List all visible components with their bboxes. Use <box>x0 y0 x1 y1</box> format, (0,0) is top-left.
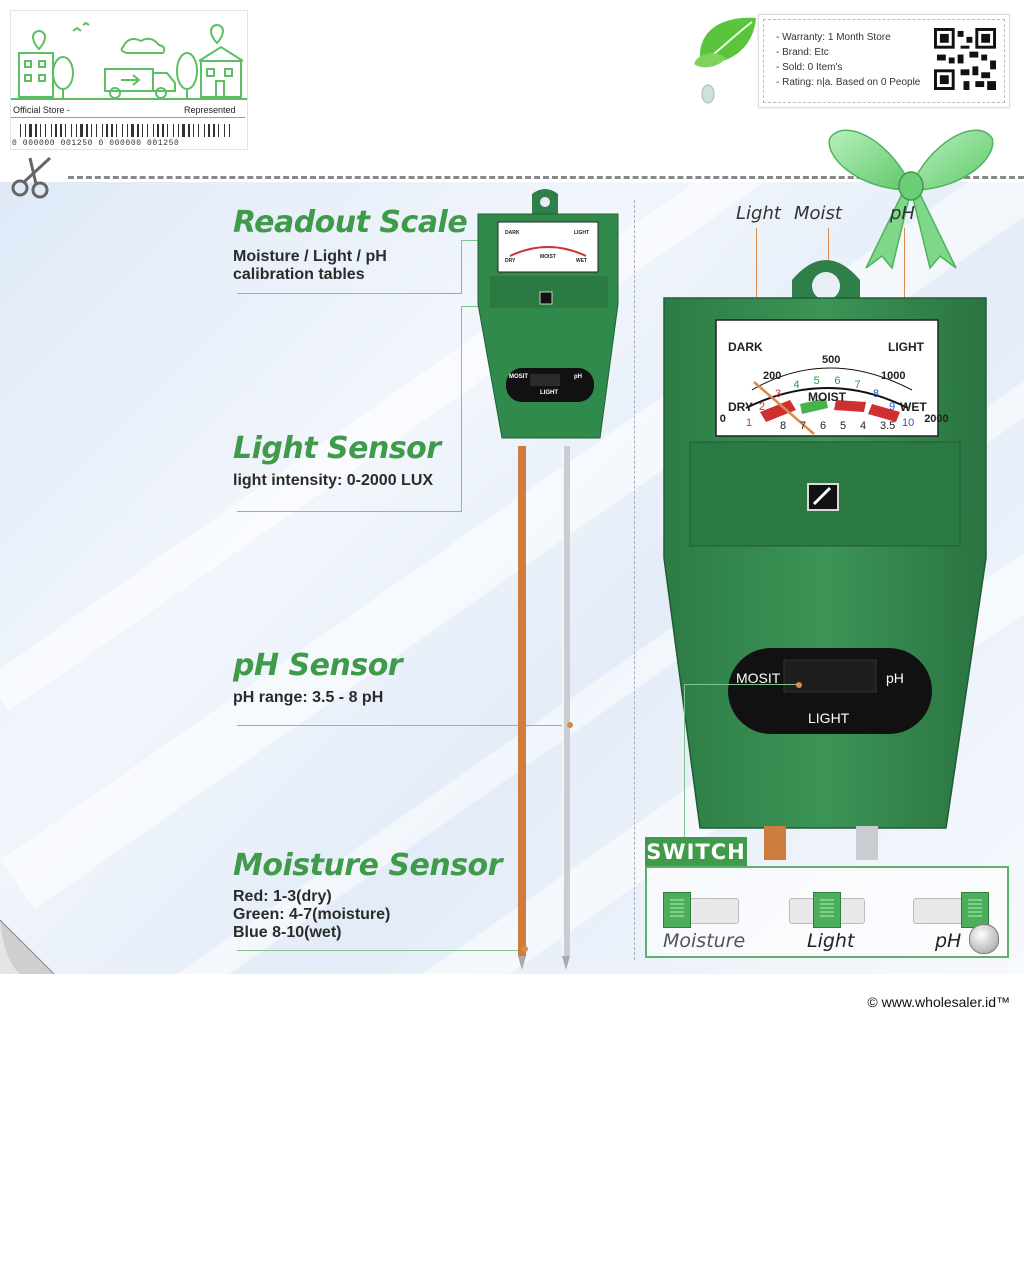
ph-leader-dot <box>567 722 573 728</box>
moist-tick-4: 5 <box>813 374 820 387</box>
ph-tick-4: 4 <box>860 420 867 432</box>
ph-tick-2: 6 <box>820 420 827 432</box>
small-switch-ph: pH <box>574 374 582 380</box>
ribbon-bow-icon <box>828 129 994 270</box>
light-tick-3: 1000 <box>881 369 906 382</box>
ph-tick-3: 5 <box>840 420 847 432</box>
callout-ph: pH <box>890 203 915 224</box>
sold-text: - Sold: 0 Item's <box>776 62 843 73</box>
moist-tick-6: 7 <box>854 379 861 392</box>
moist-tick-2: 3 <box>774 388 782 401</box>
switch-leader-line <box>684 684 798 685</box>
city-truck-illustration <box>11 21 247 100</box>
large-switch-ph: pH <box>886 670 904 686</box>
moist-tick-1: 2 <box>758 401 765 414</box>
store-divider <box>11 117 245 118</box>
large-switch-light: LIGHT <box>808 710 850 726</box>
ph-tick-0: 8 <box>780 420 787 432</box>
large-wet-label: WET <box>900 400 927 414</box>
ph-sensor-desc: pH range: 3.5 - 8 pH <box>233 689 384 706</box>
small-wet-label: WET <box>576 258 588 264</box>
ph-tick-5: 3.5 <box>880 420 896 432</box>
light-switch-label: Light <box>807 930 855 952</box>
large-moist-label: MOIST <box>808 390 846 404</box>
moist-tick-7: 8 <box>873 388 880 401</box>
small-dry-label: DRY <box>505 258 516 264</box>
large-meter-device: DARK LIGHT DRY WET MOIST 0 200 500 1000 2000… <box>660 240 990 860</box>
qr-code <box>934 28 996 90</box>
switch-leader-dot <box>796 682 802 688</box>
readout-scale-title: Readout Scale <box>233 205 468 240</box>
light-switch-knob <box>813 892 841 928</box>
ph-sensor-title: pH Sensor <box>233 648 403 683</box>
large-switch-mosit: MOSIT <box>736 670 781 686</box>
barcode-number: 0 000000 001250 0 000000 001250 <box>12 139 180 148</box>
moist-tick-0: 1 <box>745 417 753 430</box>
copyright-text: © www.wholesaler.id™ <box>867 994 1010 1010</box>
readout-scale-desc-2: calibration tables <box>233 266 365 283</box>
moist-tick-5: 6 <box>834 374 841 387</box>
represented-label: Represented <box>184 105 236 115</box>
light-tick-2: 500 <box>822 354 841 366</box>
moisture-desc-blue: Blue 8-10(wet) <box>233 924 342 941</box>
official-store-label: Official Store - <box>13 105 70 115</box>
light-leader-line <box>237 511 462 512</box>
light-tick-0: 0 <box>719 413 726 425</box>
panel-divider <box>634 200 635 960</box>
readout-scale-desc-1: Moisture / Light / pH <box>233 248 387 265</box>
moisture-switch-label: Moisture <box>663 930 746 952</box>
page-curl-button[interactable] <box>969 924 999 954</box>
large-light-label: LIGHT <box>888 340 924 354</box>
moisture-desc-green: Green: 4-7(moisture) <box>233 906 391 923</box>
small-switch-light: LIGHT <box>540 390 558 396</box>
brand-text: - Brand: Etc <box>776 47 829 58</box>
light-sensor-desc: light intensity: 0-2000 LUX <box>233 472 434 489</box>
small-switch-mosit: MOSIT <box>509 374 528 380</box>
moisture-sensor-title: Moisture Sensor <box>233 848 502 883</box>
moisture-switch-knob <box>663 892 691 928</box>
moisture-desc-red: Red: 1-3(dry) <box>233 888 332 905</box>
large-dry-label: DRY <box>728 400 753 414</box>
large-dark-label: DARK <box>728 340 763 354</box>
switch-title: SWITCH <box>645 837 747 867</box>
callout-moist: Moist <box>794 203 842 224</box>
leaf-icon <box>694 17 756 104</box>
moisture-leader-line <box>237 950 525 951</box>
ph-switch-knob <box>961 892 989 928</box>
barcode-graphic <box>20 124 230 137</box>
small-moist-label: MOIST <box>540 254 556 260</box>
light-tick-1: 200 <box>763 369 782 382</box>
moisture-leader-dot <box>522 946 528 952</box>
rating-text: - Rating: n|a. Based on 0 People <box>776 77 921 88</box>
moist-tick-9: 10 <box>902 417 915 430</box>
moist-tick-3: 4 <box>793 379 800 392</box>
warranty-text: - Warranty: 1 Month Store <box>776 32 891 43</box>
small-dark-label: DARK <box>505 230 520 236</box>
cut-line <box>68 176 1024 179</box>
callout-light: Light <box>736 203 781 224</box>
light-sensor-title: Light Sensor <box>233 431 441 466</box>
readout-leader-line <box>237 293 462 294</box>
switch-panel: Moisture Light pH <box>645 866 1009 958</box>
corner-curl-icon <box>0 920 55 974</box>
scissors-icon <box>11 156 52 199</box>
ph-leader-line <box>237 725 569 726</box>
ph-tick-1: 7 <box>800 420 807 432</box>
footer-band <box>0 974 1024 1024</box>
small-light-label: LIGHT <box>574 230 589 236</box>
ph-switch-label: pH <box>935 930 962 952</box>
moist-tick-8: 9 <box>889 401 896 414</box>
light-tick-4: 2000 <box>924 413 949 425</box>
small-meter-device: DARK LIGHT DRY WET MOIST MOSIT pH LIGHT <box>470 188 620 978</box>
